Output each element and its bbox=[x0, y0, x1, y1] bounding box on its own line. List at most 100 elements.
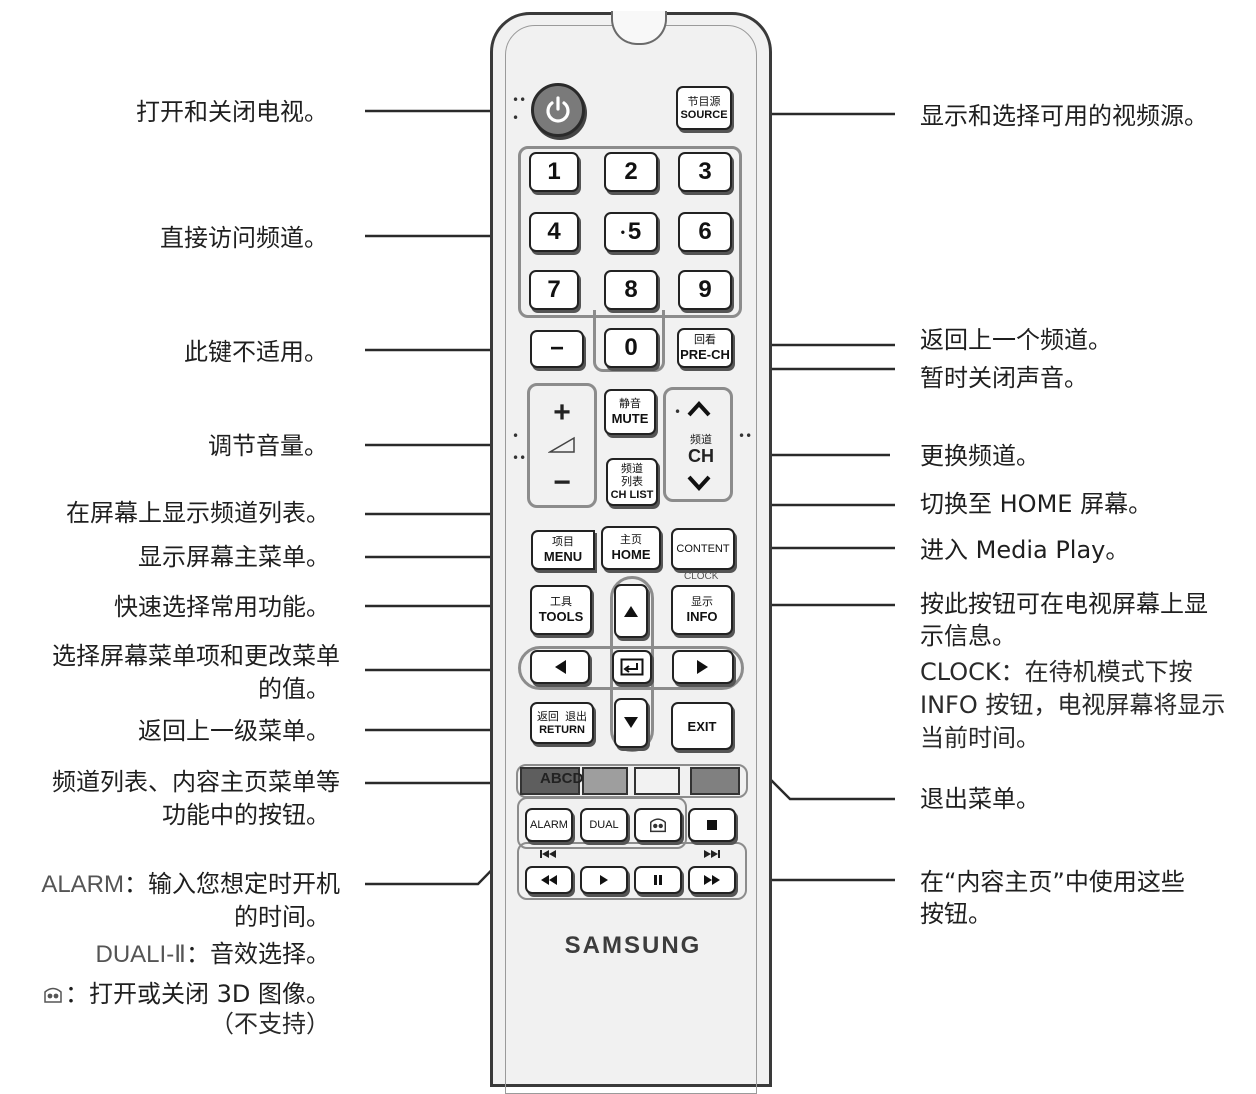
skip-back-icon bbox=[540, 850, 556, 858]
stop-icon bbox=[707, 820, 717, 830]
volume-rocker[interactable] bbox=[527, 383, 597, 508]
alarm-term: ALARM bbox=[41, 871, 124, 898]
key-3[interactable]: 3 bbox=[678, 152, 732, 192]
arrow-right-icon bbox=[697, 660, 708, 674]
content-button[interactable]: CONTENT bbox=[671, 528, 735, 570]
enter-icon bbox=[620, 658, 644, 676]
color-key-blue[interactable] bbox=[690, 767, 740, 795]
return-button[interactable]: 返回 退出 RETURN bbox=[530, 702, 594, 744]
key-1[interactable]: 1 bbox=[529, 152, 579, 192]
label-alarm: ALARM：输入您想定时开机 bbox=[41, 870, 340, 898]
label-3d: ：打开或关闭 3D 图像。 bbox=[0, 978, 330, 1010]
key-0[interactable]: 0 bbox=[604, 328, 658, 368]
volume-ramp-icon bbox=[548, 436, 575, 453]
stop-button[interactable] bbox=[688, 808, 736, 842]
key-8[interactable]: 8 bbox=[604, 270, 658, 310]
label-alarm-line2: 的时间。 bbox=[234, 903, 330, 931]
label-clock-line2: INFO 按钮，电视屏幕将显示 bbox=[920, 691, 1226, 719]
play-icon bbox=[600, 875, 608, 885]
rewind-button[interactable] bbox=[525, 866, 573, 894]
right-arrow-button[interactable] bbox=[672, 650, 734, 684]
info-button[interactable]: 显示 INFO bbox=[671, 585, 733, 635]
arrow-up-icon bbox=[624, 606, 638, 617]
arrow-left-icon bbox=[555, 660, 566, 674]
home-button[interactable]: 主页 HOME bbox=[601, 526, 661, 570]
label-tools: 快速选择常用功能。 bbox=[114, 593, 330, 621]
play-button[interactable] bbox=[580, 866, 628, 894]
dash-button[interactable]: − bbox=[530, 330, 584, 368]
pre-ch-button[interactable]: 回看 PRE-CH bbox=[677, 328, 733, 368]
label-color-line1: 频道列表、内容主页菜单等 bbox=[52, 768, 340, 796]
label-clock-line3: 当前时间。 bbox=[920, 724, 1040, 752]
color-key-red[interactable] bbox=[520, 767, 580, 795]
3d-icon bbox=[650, 818, 666, 833]
fast-forward-button[interactable] bbox=[688, 866, 736, 894]
label-dual: DUALI-Ⅱ：音效选择。 bbox=[95, 940, 331, 968]
function-keys-group bbox=[517, 797, 687, 849]
label-channel: 更换频道。 bbox=[920, 442, 1040, 470]
key-7[interactable]: 7 bbox=[529, 270, 579, 310]
label-content: 进入 Media Play。 bbox=[920, 536, 1130, 564]
key-4[interactable]: 4 bbox=[529, 212, 579, 252]
up-arrow-button[interactable] bbox=[614, 584, 648, 638]
source-button[interactable]: 节目源 SOURCE bbox=[676, 86, 732, 130]
pause-button[interactable] bbox=[634, 866, 682, 894]
menu-button[interactable]: 项目 MENU bbox=[531, 530, 595, 570]
label-media-line2: 按钮。 bbox=[920, 900, 992, 928]
volume-down-button[interactable]: − bbox=[553, 466, 571, 499]
clock-label: CLOCK bbox=[684, 571, 719, 582]
3d-icon bbox=[44, 987, 62, 1003]
tools-button[interactable]: 工具 TOOLS bbox=[530, 585, 592, 635]
label-media: 在“内容主页”中使用这些 bbox=[920, 868, 1185, 896]
channel-rocker[interactable] bbox=[663, 387, 733, 502]
media-keys-group bbox=[517, 842, 747, 900]
alarm-button[interactable]: ALARM bbox=[525, 808, 573, 842]
label-info-line2: 示信息。 bbox=[920, 622, 1016, 650]
power-icon bbox=[546, 96, 570, 123]
channel-label: 频道 CH bbox=[688, 434, 714, 466]
number-pad-group bbox=[518, 146, 742, 318]
nav-pad-horizontal bbox=[518, 646, 744, 690]
label-source: 显示和选择可用的视频源。 bbox=[920, 102, 1208, 130]
key-2[interactable]: 2 bbox=[604, 152, 658, 192]
rewind-icon bbox=[541, 875, 557, 885]
3d-button[interactable] bbox=[634, 808, 682, 842]
label-home: 切换至 HOME 屏幕。 bbox=[920, 490, 1153, 518]
label-power: 打开和关闭电视。 bbox=[136, 98, 328, 126]
label-info-line1: 按此按钮可在电视屏幕上显 bbox=[920, 590, 1208, 618]
label-color-line2: 功能中的按钮。 bbox=[162, 801, 330, 829]
fast-forward-icon bbox=[704, 875, 720, 885]
label-dash: 此键不适用。 bbox=[184, 338, 328, 366]
zero-key-group bbox=[593, 310, 665, 372]
label-mute: 暂时关闭声音。 bbox=[920, 364, 1088, 392]
volume-up-button[interactable]: + bbox=[553, 396, 571, 429]
mute-button[interactable]: 静音 MUTE bbox=[604, 389, 656, 435]
chevron-down-icon[interactable] bbox=[686, 474, 712, 492]
enter-button[interactable] bbox=[612, 650, 652, 684]
color-key-yellow[interactable] bbox=[634, 767, 680, 795]
samsung-logo: SAMSUNG bbox=[564, 932, 702, 959]
key-9[interactable]: 9 bbox=[678, 270, 732, 310]
label-nav-line1: 选择屏幕菜单项和更改菜单 bbox=[52, 642, 340, 670]
dual-button[interactable]: DUAL bbox=[580, 808, 628, 842]
left-arrow-button[interactable] bbox=[530, 650, 590, 684]
color-key-green[interactable] bbox=[582, 767, 628, 795]
chevron-up-icon[interactable] bbox=[686, 400, 712, 418]
key-5[interactable]: •5 bbox=[604, 212, 658, 252]
color-keys-label: ABCD bbox=[540, 770, 584, 787]
label-return: 返回上一级菜单。 bbox=[138, 717, 330, 745]
label-exit: 退出菜单。 bbox=[920, 785, 1040, 813]
nav-pad-vertical bbox=[610, 576, 654, 752]
label-volume: 调节音量。 bbox=[208, 432, 328, 460]
ch-list-button[interactable]: 频道 列表 CH LIST bbox=[606, 458, 658, 506]
key-6[interactable]: 6 bbox=[678, 212, 732, 252]
down-arrow-button[interactable] bbox=[614, 698, 648, 748]
label-clock-line1: CLOCK：在待机模式下按 bbox=[920, 658, 1193, 686]
label-3d-note: （不支持） bbox=[210, 1010, 330, 1038]
arrow-down-icon bbox=[624, 717, 638, 728]
label-nav-line2: 的值。 bbox=[258, 675, 330, 703]
label-chlist: 在屏幕上显示频道列表。 bbox=[66, 499, 330, 527]
dual-term: DUALI-Ⅱ bbox=[95, 941, 187, 968]
power-button[interactable] bbox=[531, 83, 585, 137]
exit-button[interactable]: EXIT bbox=[671, 702, 733, 750]
